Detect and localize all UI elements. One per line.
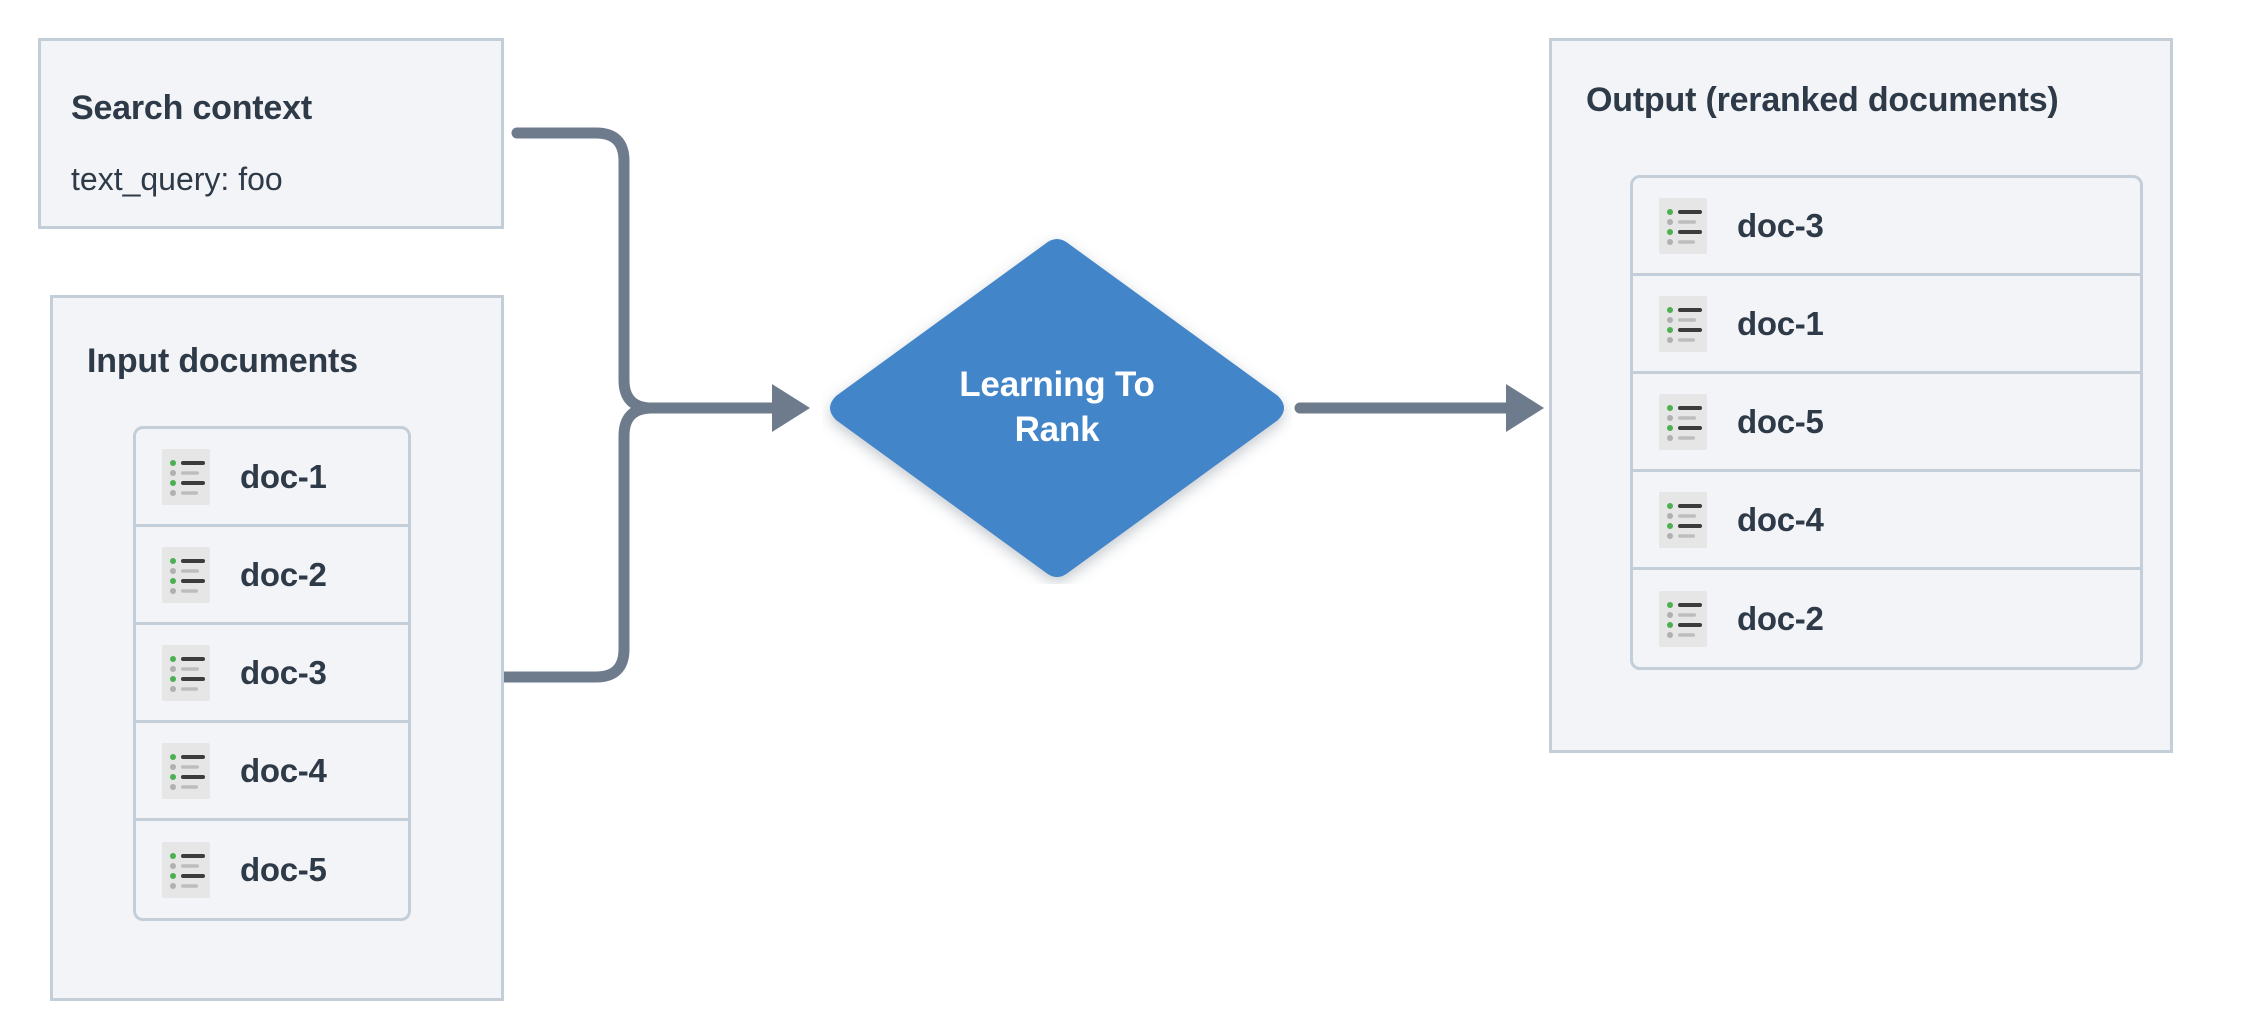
connector-search-context-to-ltr (511, 127, 706, 414)
document-list-icon (1659, 295, 1707, 352)
document-label: doc-5 (1737, 402, 1824, 440)
output-panel-title: Output (reranked documents) (1586, 81, 2059, 119)
arrowhead-into-ltr (772, 384, 810, 432)
document-row[interactable]: doc-1 (1633, 276, 2140, 374)
document-list-icon (1659, 591, 1707, 647)
document-label: doc-5 (240, 851, 327, 888)
document-label: doc-2 (1737, 600, 1824, 637)
document-list-icon (1659, 491, 1707, 548)
arrowhead-into-output (1506, 384, 1544, 432)
input-documents-title: Input documents (87, 342, 358, 380)
document-label: doc-1 (240, 457, 327, 495)
search-context-title: Search context (71, 89, 312, 127)
document-row[interactable]: doc-3 (1633, 178, 2140, 276)
document-list-icon (162, 742, 210, 799)
document-label: doc-3 (240, 653, 327, 691)
document-row[interactable]: doc-5 (136, 821, 408, 918)
document-row[interactable]: doc-4 (1633, 472, 2140, 570)
connector-input-documents-to-ltr (499, 402, 706, 683)
input-documents-list: doc-1 doc-2 doc-3 doc-4 doc-5 (133, 426, 411, 921)
document-list-icon (162, 546, 210, 603)
document-label: doc-2 (240, 555, 327, 593)
search-context-query: text_query: foo (71, 161, 283, 197)
document-row[interactable]: doc-1 (136, 429, 408, 527)
diamond-shape (830, 239, 1284, 577)
document-label: doc-3 (1737, 206, 1824, 244)
document-label: doc-4 (240, 751, 327, 789)
document-row[interactable]: doc-5 (1633, 374, 2140, 472)
learning-to-rank-node[interactable]: Learning To Rank (822, 232, 1292, 584)
output-documents-list: doc-3 doc-1 doc-5 doc-4 doc-2 (1630, 175, 2143, 670)
document-row[interactable]: doc-4 (136, 723, 408, 821)
document-row[interactable]: doc-3 (136, 625, 408, 723)
search-context-panel: Search context text_query: foo (38, 38, 504, 229)
document-row[interactable]: doc-2 (1633, 570, 2140, 667)
document-label: doc-1 (1737, 304, 1824, 342)
document-list-icon (162, 644, 210, 701)
document-list-icon (162, 842, 210, 898)
document-list-icon (162, 448, 210, 505)
document-list-icon (1659, 197, 1707, 254)
document-list-icon (1659, 393, 1707, 450)
document-label: doc-4 (1737, 500, 1824, 538)
document-row[interactable]: doc-2 (136, 527, 408, 625)
